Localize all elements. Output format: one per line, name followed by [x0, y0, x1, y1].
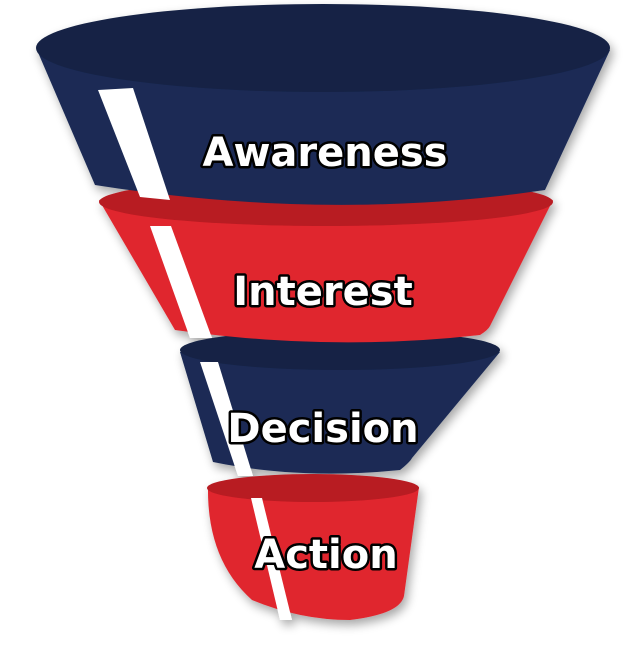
stage-body: [37, 50, 610, 205]
label-awareness: Awareness: [203, 130, 448, 176]
highlight-stripe: [200, 362, 253, 476]
stage-body: [180, 352, 500, 474]
funnel-stage-action: [207, 474, 419, 620]
highlight-stripe: [150, 226, 212, 338]
stage-body: [99, 200, 553, 343]
highlight-stripe: [251, 498, 292, 620]
funnel-stage-decision: [180, 330, 500, 476]
funnel-opening: [36, 4, 610, 92]
highlight-stripe: [98, 88, 170, 200]
stage-top-rim: [207, 474, 419, 502]
label-action: Action: [254, 532, 397, 578]
label-interest: Interest: [233, 269, 412, 315]
funnel-stage-awareness: [36, 4, 610, 205]
label-decision: Decision: [227, 406, 418, 452]
